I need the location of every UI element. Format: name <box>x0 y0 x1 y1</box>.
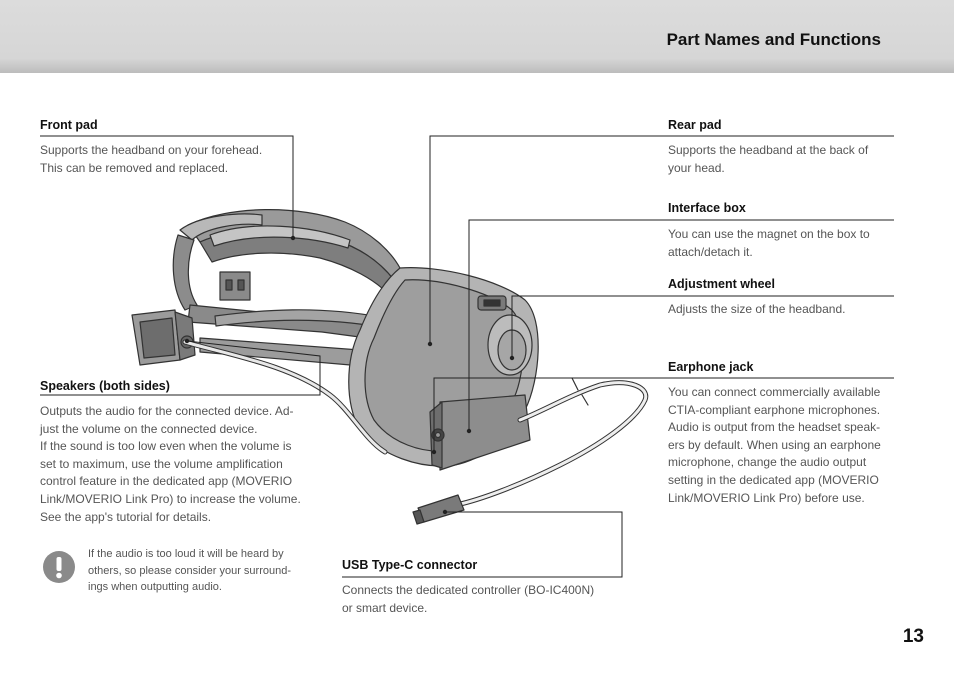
front-pad-description: Supports the headband on your forehead. … <box>40 142 262 177</box>
desc-line: Link/MOVERIO Link Pro) to increase the v… <box>40 491 301 506</box>
desc-line: Link/MOVERIO Link Pro) before use. <box>668 490 865 505</box>
desc-line: Outputs the audio for the connected devi… <box>40 404 294 418</box>
desc-line: or smart device. <box>342 600 428 615</box>
desc-line: control feature in the dedicated app (MO… <box>40 474 293 489</box>
desc-line: set to maximum, use the volume amplifica… <box>40 456 283 471</box>
page-header: Part Names and Functions <box>0 0 954 73</box>
note-line: ings when outputting audio. <box>88 581 222 593</box>
desc-line: This can be removed and replaced. <box>40 160 229 175</box>
interface-box-description: You can use the magnet on the box to att… <box>668 226 870 261</box>
caution-note: If the audio is too loud it will be hear… <box>88 546 291 596</box>
usb-connector-label: USB Type-C connector <box>342 558 478 572</box>
desc-line: Supports the headband at the back of <box>668 143 869 157</box>
caution-icon <box>43 551 75 583</box>
page-title: Part Names and Functions <box>666 30 881 49</box>
desc-line: microphone, change the audio output <box>668 455 867 470</box>
desc-line: just the volume on the connected device. <box>40 421 258 436</box>
desc-line: Connects the dedicated controller (BO-IC… <box>342 583 595 597</box>
speakers-description: Outputs the audio for the connected devi… <box>40 403 301 526</box>
adjustment-wheel-description: Adjusts the size of the headband. <box>668 301 845 319</box>
speakers-label: Speakers (both sides) <box>40 379 170 393</box>
rear-pad-label: Rear pad <box>668 118 722 132</box>
desc-line: setting in the dedicated app (MOVERIO <box>668 472 879 487</box>
rear-pad-description: Supports the headband at the back of you… <box>668 142 868 177</box>
desc-line: CTIA-compliant earphone microphones. <box>668 402 881 417</box>
earphone-jack-description: You can connect commercially available C… <box>668 384 881 507</box>
desc-line: Adjusts the size of the headband. <box>668 302 846 316</box>
adjustment-wheel-label: Adjustment wheel <box>668 277 775 291</box>
usb-connector-description: Connects the dedicated controller (BO-IC… <box>342 582 594 617</box>
desc-line: ers by default. When using an earphone <box>668 437 881 452</box>
earphone-jack-label: Earphone jack <box>668 360 754 374</box>
note-line: others, so please consider your surround… <box>88 564 291 577</box>
desc-line: Supports the headband on your forehead. <box>40 143 263 157</box>
desc-line: attach/detach it. <box>668 244 753 259</box>
front-pad-label: Front pad <box>40 118 98 132</box>
desc-line: If the sound is too low even when the vo… <box>40 439 292 454</box>
desc-line: Audio is output from the headset speak- <box>668 420 881 435</box>
desc-line: You can connect commercially available <box>668 385 881 399</box>
desc-line: You can use the magnet on the box to <box>668 227 870 241</box>
page-number: 13 <box>902 626 924 647</box>
note-line: If the audio is too loud it will be hear… <box>88 548 284 560</box>
desc-line: See the app's tutorial for details. <box>40 509 212 524</box>
interface-box-label: Interface box <box>668 201 746 215</box>
desc-line: your head. <box>668 160 725 175</box>
